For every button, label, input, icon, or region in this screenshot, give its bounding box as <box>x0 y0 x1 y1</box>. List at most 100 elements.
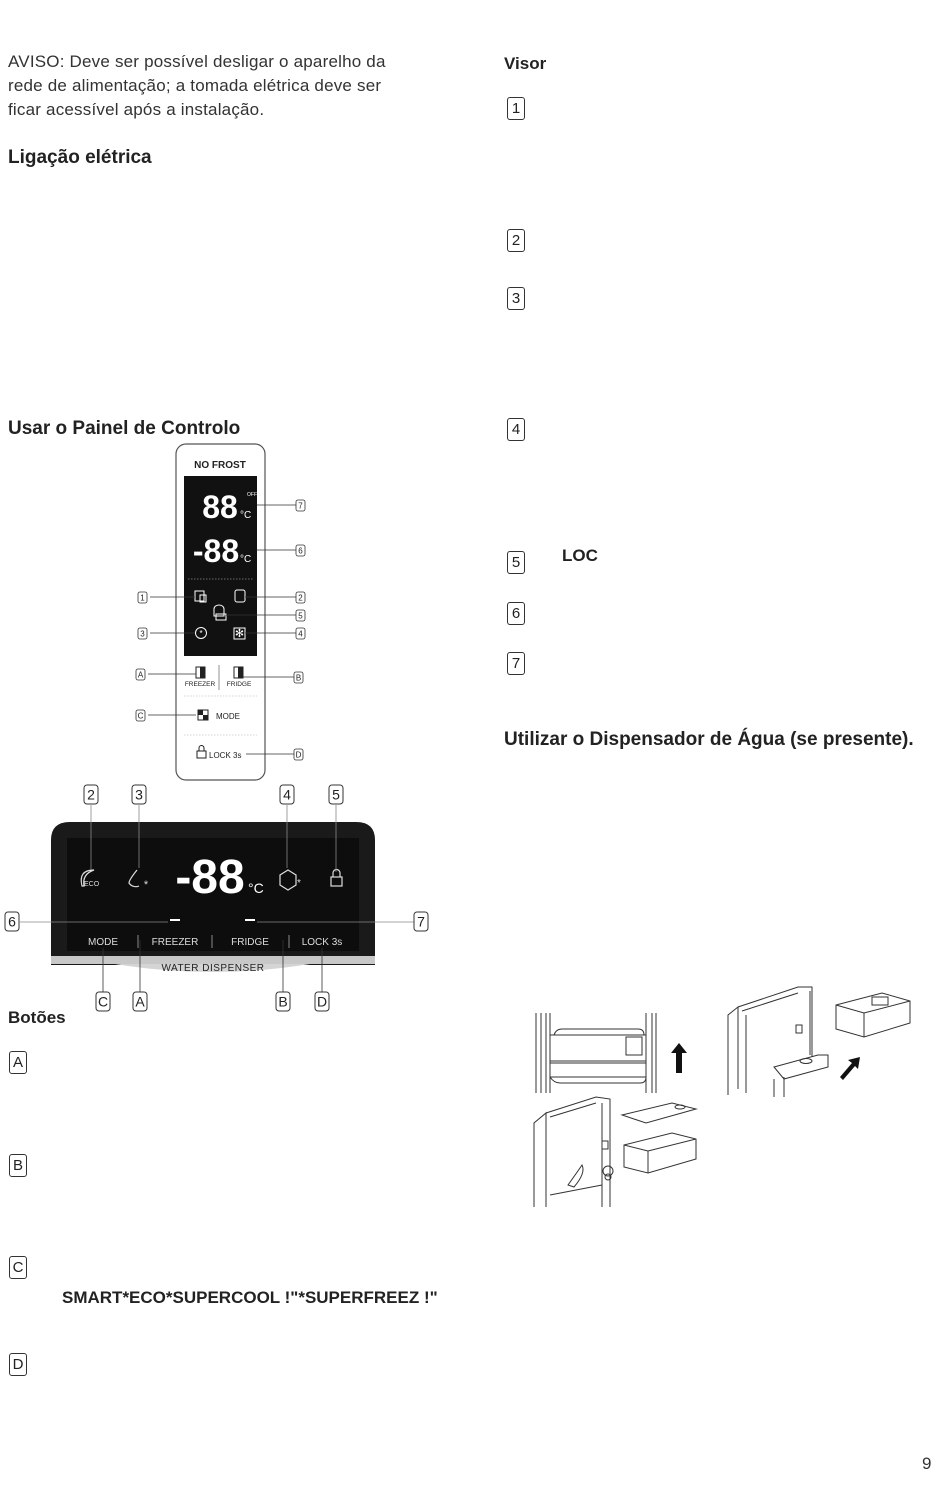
fridge-button-label: FRIDGE <box>227 681 252 688</box>
warning-line: ficar acessível após a instalação. <box>8 100 265 119</box>
arrow-diagonal-icon <box>840 1057 860 1080</box>
eco-label: ECO <box>84 881 100 888</box>
mode-button-label: MODE <box>216 712 240 721</box>
freezer-temp-display: -88 <box>193 533 239 569</box>
display-marker-5: 5 <box>507 551 525 574</box>
water-dispenser-panel-diagram: WATER DISPENSER ECO * -88 °C * MODE FREE… <box>4 784 429 1012</box>
button-marker-D: D <box>9 1353 27 1376</box>
unit-label: °C <box>240 554 251 565</box>
callout-3: 3 <box>137 627 148 640</box>
callout-4: 4 <box>295 627 306 640</box>
callout-C: C <box>135 709 146 722</box>
button-marker-A: A <box>9 1051 27 1074</box>
svg-text:4: 4 <box>298 630 303 639</box>
freezer-button-label: FREEZER <box>185 681 216 688</box>
fridge-label: FRIDGE <box>231 937 269 948</box>
callout-7: 7 <box>413 911 429 932</box>
eco-icon <box>80 869 95 887</box>
svg-text:A: A <box>135 994 145 1010</box>
display-marker-1: 1 <box>507 97 525 120</box>
svg-text:3: 3 <box>140 630 145 639</box>
unit-label: °C <box>248 880 264 896</box>
warning-line: AVISO: Deve ser possível desligar o apar… <box>8 52 386 71</box>
heading-display: Visor <box>504 54 547 73</box>
lock-label: LOCK 3s <box>302 937 343 948</box>
svg-text:D: D <box>317 994 327 1010</box>
supercool-icon <box>195 627 207 639</box>
mode-label: MODE <box>88 937 118 948</box>
callout-5: 5 <box>328 784 344 805</box>
svg-text:A: A <box>138 671 144 680</box>
heading-control-panel: Usar o Painel de Controlo <box>8 418 241 439</box>
arrow-up-icon <box>671 1043 687 1073</box>
svg-text:B: B <box>278 994 287 1010</box>
control-panel-diagram: NO FROST 88 OFF °C -88 °C * ✻ FREEZER FR… <box>135 443 306 781</box>
callout-B: B <box>275 991 291 1012</box>
svg-text:7: 7 <box>298 502 303 511</box>
holiday-icon <box>213 604 225 617</box>
callout-A: A <box>132 991 148 1012</box>
heading-electric-connection: Ligação elétrica <box>8 147 152 168</box>
callout-7: 7 <box>295 499 306 512</box>
svg-text:5: 5 <box>298 612 303 621</box>
lock-button-label: LOCK 3s <box>209 751 241 760</box>
svg-text:✻: ✻ <box>235 628 244 640</box>
svg-text:4: 4 <box>283 787 291 803</box>
warning-text: AVISO: Deve ser possível desligar o apar… <box>8 50 386 122</box>
display-marker-4: 4 <box>507 418 525 441</box>
water-drop-icon <box>128 869 140 888</box>
heading-buttons: Botões <box>8 1008 66 1027</box>
svg-text:*: * <box>297 878 301 889</box>
mode-sequence-text: SMART*ECO*SUPERCOOL !"*SUPERFREEZ !" <box>62 1288 438 1307</box>
callout-A: A <box>135 668 146 681</box>
svg-text:C: C <box>138 712 144 721</box>
page-number: 9 <box>922 1454 932 1473</box>
svg-text:D: D <box>296 751 302 760</box>
unit-label: °C <box>240 510 251 521</box>
callout-6: 6 <box>295 544 306 557</box>
eco-icon <box>234 589 246 603</box>
callout-1: 1 <box>137 591 148 604</box>
fridge-temp-display: 88 <box>202 489 238 525</box>
water-tank-removal-illustration <box>533 986 911 1207</box>
callout-5: 5 <box>295 609 306 622</box>
warning-line: rede de alimentação; a tomada elétrica d… <box>8 76 382 95</box>
callout-4: 4 <box>279 784 295 805</box>
svg-text:B: B <box>296 674 301 683</box>
svg-text:7: 7 <box>417 914 425 930</box>
callout-B: B <box>293 671 304 684</box>
superfreeze-icon <box>233 627 246 640</box>
callout-D: D <box>314 991 330 1012</box>
off-label: OFF <box>247 492 257 498</box>
svg-text:3: 3 <box>135 787 143 803</box>
svg-text:6: 6 <box>298 547 303 556</box>
svg-text:*: * <box>144 879 149 891</box>
svg-text:2: 2 <box>298 594 303 603</box>
heading-water-dispenser: Utilizar o Dispensador de Água (se prese… <box>504 729 914 750</box>
lock-text: LOC <box>562 546 598 565</box>
button-marker-C: C <box>9 1256 27 1279</box>
svg-text:2: 2 <box>87 787 95 803</box>
svg-text:6: 6 <box>8 914 16 930</box>
callout-C: C <box>95 991 111 1012</box>
water-dispenser-label: WATER DISPENSER <box>161 963 264 974</box>
button-marker-B: B <box>9 1154 27 1177</box>
callout-3: 3 <box>131 784 147 805</box>
svg-text:C: C <box>98 994 108 1010</box>
svg-text:5: 5 <box>332 787 340 803</box>
display-marker-2: 2 <box>507 229 525 252</box>
callout-6: 6 <box>4 911 20 932</box>
callout-2: 2 <box>83 784 99 805</box>
brand-label: NO FROST <box>194 460 246 471</box>
display-marker-6: 6 <box>507 602 525 625</box>
svg-text:*: * <box>199 629 202 638</box>
callout-D: D <box>293 748 304 761</box>
display-marker-3: 3 <box>507 287 525 310</box>
svg-text:1: 1 <box>140 594 145 603</box>
temperature-display: -88 <box>175 851 244 904</box>
freezer-label: FREEZER <box>152 937 199 948</box>
lock-icon <box>330 876 343 887</box>
display-marker-7: 7 <box>507 652 525 675</box>
ice-icon <box>279 869 297 891</box>
callout-2: 2 <box>295 591 306 604</box>
